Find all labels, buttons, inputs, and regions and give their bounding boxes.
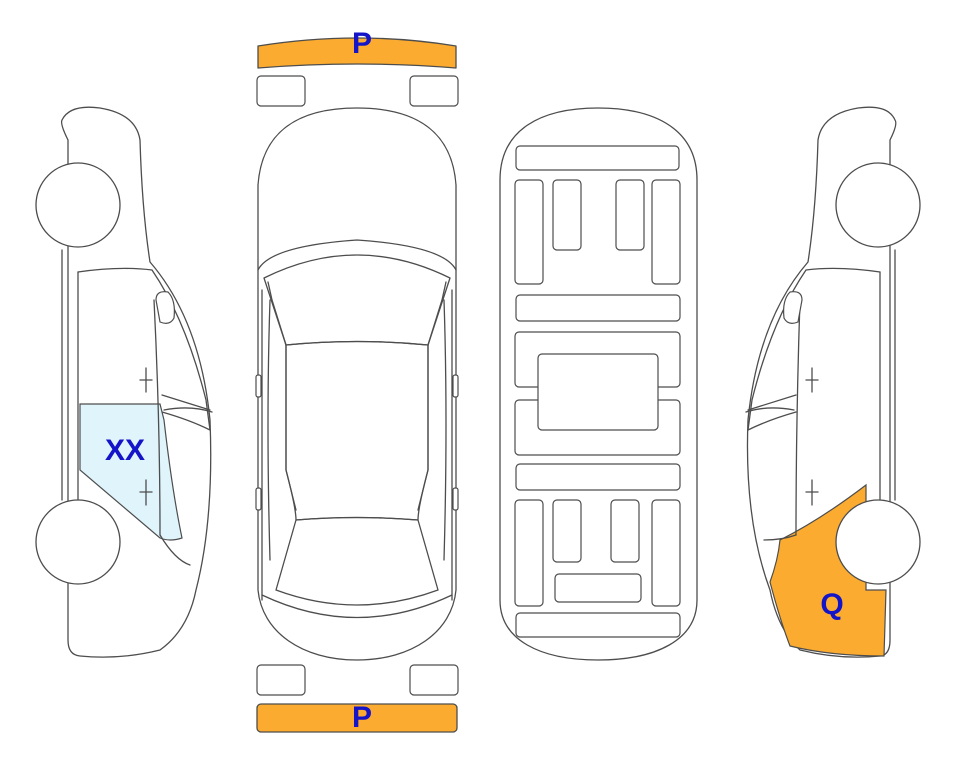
car-underside-view: [499, 107, 698, 661]
rear-bumper-label: P: [352, 701, 372, 734]
left-front-wheel[interactable]: [35, 162, 121, 248]
car-left-side-view: XX: [35, 106, 213, 658]
rear-right-light[interactable]: [409, 664, 459, 696]
left-front-window[interactable]: [79, 403, 183, 541]
front-left-light[interactable]: [256, 75, 306, 107]
car-top-view: P P: [255, 27, 459, 734]
right-front-wheel[interactable]: [835, 162, 921, 248]
rear-bumper-part[interactable]: [256, 703, 458, 733]
underside-center-panel[interactable]: [537, 353, 659, 431]
car-body-outline[interactable]: [257, 107, 457, 661]
rear-window[interactable]: [275, 516, 439, 606]
right-rear-wheel[interactable]: [835, 499, 921, 585]
front-bumper-part[interactable]: [257, 37, 457, 69]
left-rear-wheel[interactable]: [35, 499, 121, 585]
left-front-window-label: XX: [105, 434, 145, 467]
front-bumper-label: P: [352, 27, 372, 60]
right-rear-quarter-label: Q: [820, 588, 843, 621]
front-right-light[interactable]: [409, 75, 459, 107]
car-right-side-view: Q: [745, 106, 921, 658]
rear-left-light[interactable]: [256, 664, 306, 696]
